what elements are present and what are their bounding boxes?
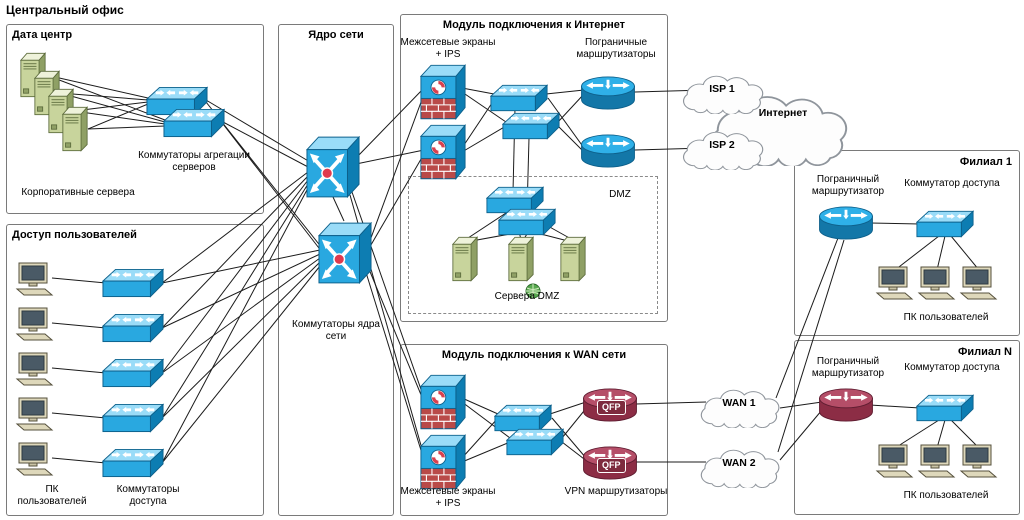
dmz-server-icon xyxy=(508,236,534,282)
access-switch-icon xyxy=(102,403,164,433)
pc-icon xyxy=(918,444,955,478)
firewall-ips-icon xyxy=(420,64,466,120)
user-access-box xyxy=(6,224,264,516)
branchN-switch-label: Коммутатор доступа xyxy=(904,362,1000,373)
user-access-title: Доступ пользователей xyxy=(12,229,137,241)
aggregation-switches-label: Коммутаторы агрегации серверов xyxy=(138,150,250,173)
wan-module-box xyxy=(400,344,668,516)
switch-icon xyxy=(490,84,548,112)
branch1-title: Филиал 1 xyxy=(959,156,1012,168)
isp2-label: ISP 2 xyxy=(709,139,735,151)
switch-icon xyxy=(502,112,560,140)
globe-icon xyxy=(525,283,541,299)
access-switch-icon xyxy=(102,448,164,478)
server-icon xyxy=(62,106,88,152)
branchN-router-label: Пограничный маршрутизатор xyxy=(811,356,885,379)
access-switch-icon xyxy=(102,268,164,298)
switch-icon xyxy=(506,428,564,456)
border-routers-label: Пограничные маршрутизаторы xyxy=(576,37,656,60)
pc-icon xyxy=(16,397,53,431)
internet-firewalls-label: Межсетевые экраны + IPS xyxy=(400,37,496,60)
border-router-icon xyxy=(581,134,635,168)
internet-module-title: Модуль подключения к Интернет xyxy=(442,19,626,31)
dmz-server-icon xyxy=(452,236,478,282)
branch-switch-icon xyxy=(916,210,974,238)
switch-icon xyxy=(494,404,552,432)
core-box xyxy=(278,24,394,516)
aggregation-switch-icon xyxy=(163,108,225,138)
corporate-servers-label: Корпоративные сервера xyxy=(21,187,135,198)
wan-module-title: Модуль подключения к WAN сети xyxy=(441,349,627,361)
core-switch-icon xyxy=(318,222,372,284)
branch-router-icon xyxy=(819,388,873,422)
branch-router-icon xyxy=(819,206,873,240)
branch1-switch-label: Коммутатор доступа xyxy=(904,178,1000,189)
pc-icon xyxy=(876,266,913,300)
user-pcs-label: ПК пользователей xyxy=(17,484,87,507)
pc-icon xyxy=(960,266,997,300)
dmz-box xyxy=(408,176,658,314)
internet-module-box xyxy=(400,14,668,322)
firewall-ips-icon xyxy=(420,374,466,430)
border-router-icon xyxy=(581,76,635,110)
branchN-title: Филиал N xyxy=(957,346,1012,358)
wan-firewalls-label: Межсетевые экраны + IPS xyxy=(400,486,496,509)
access-switch-icon xyxy=(102,313,164,343)
pc-icon xyxy=(876,444,913,478)
pc-icon xyxy=(918,266,955,300)
page-title: Центральный офис xyxy=(6,3,124,17)
pc-icon xyxy=(16,352,53,386)
vpn-routers-label: VPN маршрутизаторы xyxy=(564,486,668,497)
datacenter-box xyxy=(6,24,264,214)
branch1-box xyxy=(794,150,1020,336)
branch1-router-label: Пограничный маршрутизатор xyxy=(811,174,885,197)
pc-icon xyxy=(16,442,53,476)
pc-icon xyxy=(16,262,53,296)
branch1-pcs-label: ПК пользователей xyxy=(903,312,989,323)
isp1-label: ISP 1 xyxy=(709,83,735,95)
dmz-switch-icon xyxy=(498,208,556,236)
access-switch-icon xyxy=(102,358,164,388)
branch-switch-icon xyxy=(916,394,974,422)
qfp-badge: QFP xyxy=(597,400,626,415)
connection-lines xyxy=(45,74,980,464)
dmz-servers-label: Сервера DMZ xyxy=(494,291,560,302)
pc-icon xyxy=(960,444,997,478)
access-switches-label: Коммутаторы доступа xyxy=(116,484,180,507)
internet-label: Интернет xyxy=(758,107,808,119)
core-switches-label: Коммутаторы ядра сети xyxy=(292,319,380,342)
pc-icon xyxy=(16,307,53,341)
dmz-server-icon xyxy=(560,236,586,282)
firewall-ips-icon xyxy=(420,124,466,180)
core-switch-icon xyxy=(306,136,360,198)
dmz-title: DMZ xyxy=(609,189,631,200)
core-title: Ядро сети xyxy=(308,29,364,41)
wan2-label: WAN 2 xyxy=(722,457,756,469)
firewall-ips-icon xyxy=(420,434,466,490)
branchN-box xyxy=(794,340,1020,515)
qfp-badge: QFP xyxy=(597,458,626,473)
datacenter-title: Дата центр xyxy=(12,29,73,41)
wan1-label: WAN 1 xyxy=(722,397,756,409)
branchN-pcs-label: ПК пользователей xyxy=(903,490,989,501)
